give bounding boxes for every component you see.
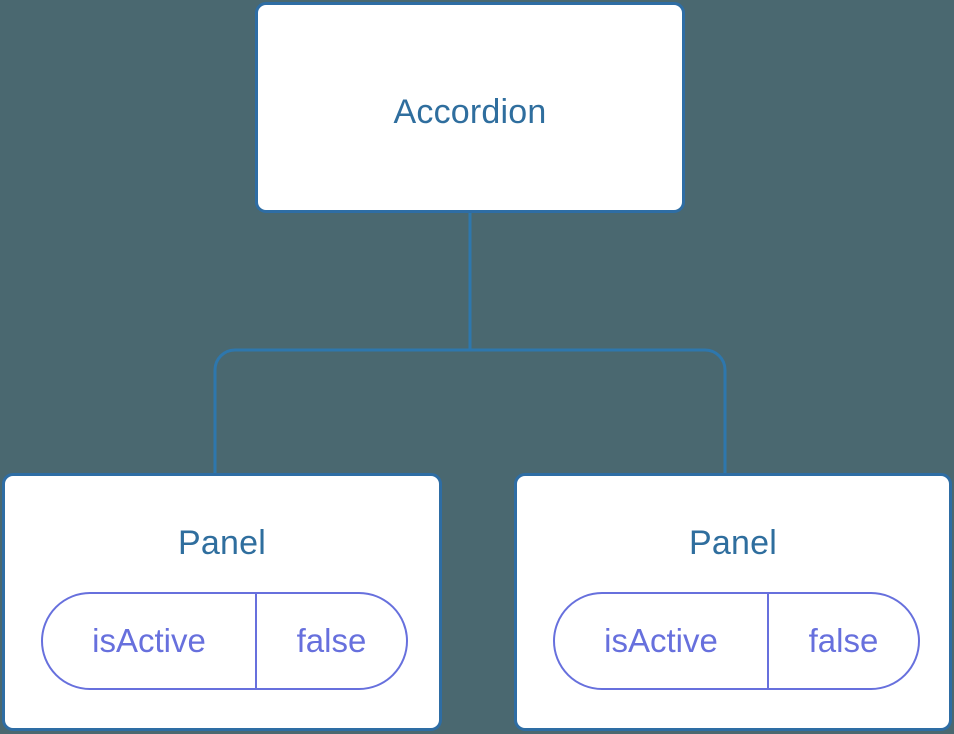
- state-pill-left[interactable]: isActive false: [41, 592, 408, 690]
- state-pill-right[interactable]: isActive false: [553, 592, 920, 690]
- node-panel-left-title: Panel: [178, 524, 266, 562]
- node-panel-right-title: Panel: [689, 524, 777, 562]
- connector-branch-right: [470, 348, 727, 476]
- state-pill-left-key: isActive: [43, 594, 257, 688]
- node-accordion-title: Accordion: [393, 93, 547, 131]
- node-panel-right[interactable]: Panel isActive false: [514, 473, 952, 731]
- state-pill-right-value: false: [808, 622, 879, 659]
- state-pill-right-key: isActive: [555, 594, 769, 688]
- node-panel-left[interactable]: Panel isActive false: [2, 473, 442, 731]
- node-accordion[interactable]: Accordion: [255, 2, 685, 213]
- state-pill-left-value: false: [296, 622, 367, 659]
- connector-branch-left: [213, 348, 470, 476]
